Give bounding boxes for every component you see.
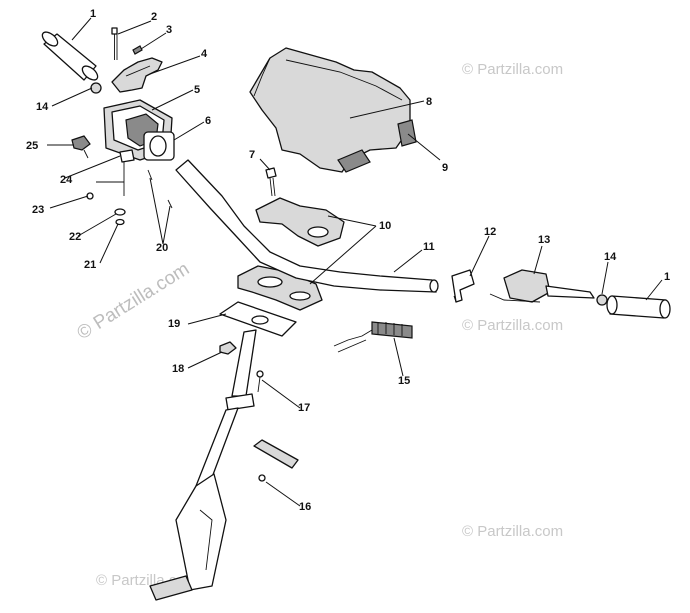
callout-21: 21 bbox=[84, 259, 96, 271]
callout-13: 13 bbox=[538, 234, 550, 246]
callout-3: 3 bbox=[166, 24, 172, 36]
part-spacer-16 bbox=[253, 439, 299, 482]
part-brake-lever bbox=[489, 269, 595, 303]
part-switch-housing bbox=[103, 99, 175, 161]
callout-14-right: 14 bbox=[604, 251, 617, 263]
watermark-top-right: © Partzilla.com bbox=[462, 61, 563, 78]
part-end-cap-left bbox=[90, 82, 102, 94]
part-clamp-lower bbox=[237, 265, 323, 311]
callout-15: 15 bbox=[398, 375, 410, 387]
callout-7: 7 bbox=[249, 149, 255, 161]
callout-17: 17 bbox=[298, 402, 310, 414]
callout-4: 4 bbox=[201, 48, 208, 60]
callout-14-left: 14 bbox=[36, 101, 49, 113]
callout-23: 23 bbox=[32, 204, 44, 216]
part-throttle-lever bbox=[111, 57, 163, 93]
watermark-diagonal: © Partzilla.com bbox=[74, 259, 194, 345]
callout-1-left-grip: 1 bbox=[90, 8, 96, 20]
callout-11: 11 bbox=[423, 241, 435, 253]
callout-5: 5 bbox=[194, 84, 200, 96]
callout-25: 25 bbox=[26, 140, 38, 152]
callout-1-right-grip: 1 bbox=[664, 271, 670, 283]
part-nut-18 bbox=[219, 341, 237, 355]
part-heater-wire bbox=[333, 321, 413, 353]
callout-19: 19 bbox=[168, 318, 180, 330]
watermark-mid-right: © Partzilla.com bbox=[462, 317, 563, 334]
watermark-bottom-right: © Partzilla.com bbox=[462, 523, 563, 540]
part-handlebar bbox=[175, 159, 439, 293]
part-bolt-17 bbox=[256, 370, 264, 393]
part-end-cap-right bbox=[596, 294, 608, 306]
part-right-grip bbox=[606, 295, 671, 319]
callout-10: 10 bbox=[379, 220, 391, 232]
callout-22: 22 bbox=[69, 231, 81, 243]
part-hood-pod bbox=[249, 47, 417, 173]
part-bracket-12 bbox=[451, 269, 475, 303]
callout-8: 8 bbox=[426, 96, 432, 108]
part-left-grip bbox=[41, 31, 99, 81]
callout-9: 9 bbox=[442, 162, 448, 174]
leader-lines bbox=[47, 17, 663, 507]
part-washer-3 bbox=[132, 45, 143, 55]
callout-2: 2 bbox=[151, 11, 157, 23]
part-bolt-2 bbox=[111, 27, 118, 60]
part-switch-25 bbox=[71, 135, 91, 159]
callout-12: 12 bbox=[484, 226, 496, 238]
part-clamp-upper bbox=[255, 197, 345, 247]
callout-6: 6 bbox=[205, 115, 211, 127]
callout-16: 16 bbox=[299, 501, 311, 513]
part-bolt-7 bbox=[265, 167, 277, 197]
callout-24: 24 bbox=[60, 174, 73, 186]
part-small-hardware bbox=[86, 149, 173, 226]
callout-20: 20 bbox=[156, 242, 168, 254]
part-steering-post bbox=[149, 329, 257, 601]
callout-labels: 1 2 3 4 5 6 7 8 9 10 11 12 13 14 1 14 25… bbox=[26, 8, 670, 513]
part-steering-plate bbox=[219, 301, 297, 337]
callout-18: 18 bbox=[172, 363, 184, 375]
